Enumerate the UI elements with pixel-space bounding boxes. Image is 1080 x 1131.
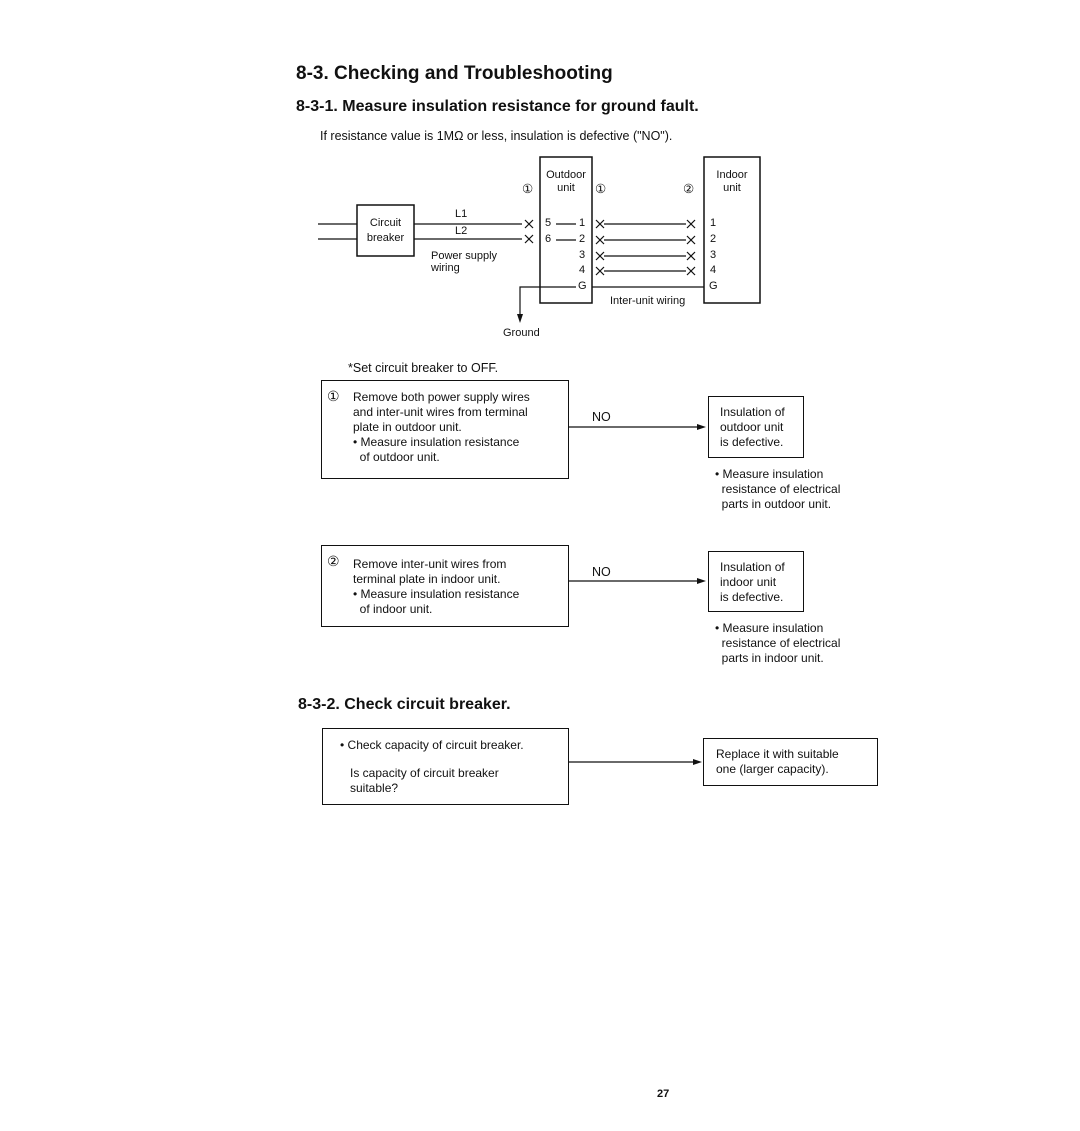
- indoor-terminal-2: 2: [710, 233, 717, 245]
- step2-text: Remove inter-unit wires from terminal pl…: [353, 557, 520, 616]
- step2-result-box: Insulation of indoor unit is defective.: [708, 551, 804, 612]
- page-title: 8-3. Checking and Troubleshooting: [296, 63, 613, 84]
- indoor-terminal-g: G: [709, 280, 718, 292]
- section-heading-breaker: 8-3-2. Check circuit breaker.: [298, 696, 511, 713]
- marker-1-outdoor-right: ①: [595, 182, 607, 196]
- indoor-terminal-1: 1: [710, 217, 717, 229]
- page-number: 27: [657, 1088, 670, 1100]
- indoor-terminal-4: 4: [710, 264, 717, 276]
- indoor-terminal-3: 3: [710, 249, 717, 261]
- section-heading-insulation: 8-3-1. Measure insulation resistance for…: [296, 98, 699, 115]
- l2-label: L2: [455, 225, 468, 237]
- outdoor-terminal-6: 6: [545, 233, 552, 245]
- breaker-check-box: • Check capacity of circuit breaker. Is …: [322, 728, 569, 805]
- breaker-check-question: Is capacity of circuit breaker suitable?: [350, 766, 499, 795]
- step1-text: Remove both power supply wires and inter…: [353, 390, 530, 464]
- l1-label: L1: [455, 208, 468, 220]
- inter-unit-wiring-label: Inter-unit wiring: [610, 295, 686, 307]
- step2-result-text: Insulation of indoor unit is defective.: [720, 560, 785, 604]
- marker-2-indoor: ②: [683, 182, 695, 196]
- step1-result-text: Insulation of outdoor unit is defective.: [720, 405, 785, 449]
- step1-box: ① Remove both power supply wires and int…: [321, 380, 569, 479]
- step1-result-note: • Measure insulation resistance of elect…: [715, 467, 841, 511]
- outdoor-terminal-3: 3: [579, 249, 586, 261]
- step2-marker: ②: [327, 553, 340, 569]
- step2-no-label: NO: [592, 565, 611, 579]
- breaker-check-line1: • Check capacity of circuit breaker.: [340, 738, 524, 752]
- ground-label: Ground: [503, 327, 540, 339]
- step1-result-box: Insulation of outdoor unit is defective.: [708, 396, 804, 458]
- step1-no-label: NO: [592, 410, 611, 424]
- insulation-intro: If resistance value is 1MΩ or less, insu…: [320, 129, 673, 143]
- outdoor-terminal-2: 2: [579, 233, 586, 245]
- outdoor-terminal-g: G: [578, 280, 587, 292]
- step2-result-note: • Measure insulation resistance of elect…: [715, 621, 841, 665]
- step1-marker: ①: [327, 388, 340, 404]
- breaker-result-text: Replace it with suitable one (larger cap…: [716, 747, 839, 776]
- breaker-off-note: *Set circuit breaker to OFF.: [348, 361, 499, 375]
- marker-1-outdoor-left: ①: [522, 182, 534, 196]
- outdoor-terminal-4: 4: [579, 264, 586, 276]
- step2-box: ② Remove inter-unit wires from terminal …: [321, 545, 569, 627]
- breaker-result-box: Replace it with suitable one (larger cap…: [703, 738, 878, 786]
- outdoor-terminal-1: 1: [579, 217, 586, 229]
- outdoor-terminal-5: 5: [545, 217, 552, 229]
